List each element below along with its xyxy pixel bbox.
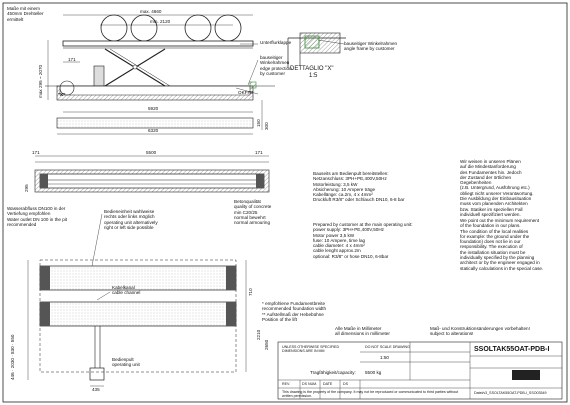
tb-capacity-value: 5500 kg bbox=[365, 370, 382, 375]
title-block-frame bbox=[277, 341, 563, 400]
detail-scale: 1:5 bbox=[309, 73, 318, 79]
label-okffb: OKFFB bbox=[238, 90, 254, 95]
alterations-note: Maß- und Konstruktionsänderungen vorbeha… bbox=[430, 326, 530, 337]
tb-file-name: Datei/v3_SSOLTAK55OAT-PDB-I_SSO03549 bbox=[474, 391, 547, 395]
side-view-collapsed bbox=[34, 155, 270, 193]
tb-units-box: UNLESS OTHERWISE SPECIFIED DIMENSIONS AR… bbox=[282, 345, 340, 354]
dim-2650: 2650 bbox=[264, 339, 269, 350]
dim-max-width: max. 4660 bbox=[140, 9, 162, 14]
dim-435: 435 bbox=[92, 387, 100, 392]
customer-requirements-en: Prepared by customer at the main operati… bbox=[313, 222, 413, 259]
tb-rev-col-3: DATE bbox=[323, 382, 333, 386]
label-drain: Wasserabfluss DN100 in der Vertiefung em… bbox=[7, 206, 68, 227]
dim-2210: 2210 bbox=[256, 329, 261, 340]
foundation-disclaimer-en: We point out the minimum requirement of … bbox=[460, 218, 544, 271]
dim-5920: 5920 bbox=[148, 106, 159, 111]
label-unterflurklappe: Unterflurklappe bbox=[260, 40, 292, 45]
label-concrete: Betonqualität quality of concrete min C2… bbox=[234, 199, 272, 226]
dim-171-mid-right: 171 bbox=[255, 150, 263, 155]
units-note: Alle Maße in Millimeter all dimensions i… bbox=[335, 326, 390, 337]
tb-scale: 1:50 bbox=[380, 355, 389, 360]
tb-rev-col-4: DS bbox=[343, 382, 348, 386]
dim-171-mid-left: 171 bbox=[32, 150, 40, 155]
tb-rev-col-1: REV. bbox=[282, 382, 291, 386]
label-operating-unit: Bedienpult operating unit bbox=[112, 357, 140, 368]
side-view-lift bbox=[45, 14, 275, 135]
tb-rev-col-2: DS NUM. bbox=[302, 382, 318, 386]
dim-height-top: max 295 ~ 2070 bbox=[38, 64, 43, 98]
label-edge-protection: bauseitiger Winkelrahmen edge protection… bbox=[260, 55, 292, 76]
label-control-unit-side: Bedieneinheit wahlweise rechts oder link… bbox=[104, 209, 158, 230]
dim-300: 300 bbox=[264, 122, 269, 130]
label-cable-channel: Kabelkanal cable channel bbox=[112, 285, 141, 296]
foundation-disclaimer-de: Wir weisen in unseren Plänen auf die Min… bbox=[460, 159, 534, 217]
tb-drawing-number: SSOLTAK55OAT-PDB-I bbox=[474, 346, 550, 353]
dim-710: 710 bbox=[248, 288, 253, 296]
dim-5500: 5500 bbox=[146, 150, 157, 155]
dim-6320: 6320 bbox=[148, 128, 159, 133]
detail-title: DETTAGLIO "X" bbox=[290, 66, 334, 72]
dim-171-top: 171 bbox=[68, 57, 76, 62]
tb-fine-print: This drawing is the property of the comp… bbox=[282, 390, 459, 399]
detail-note: bauseitiger Winkelrahmen angle frame by … bbox=[344, 41, 398, 52]
customer-requirements-de: Bauseits am Bedienpult bereitstellen: Ne… bbox=[313, 171, 405, 203]
dim-295: 295 bbox=[24, 184, 29, 192]
dim-150: 150 bbox=[256, 119, 261, 127]
tb-no-scale: DO NOT SCALE DRAWING bbox=[365, 345, 410, 349]
dim-min-width: min. 2120 bbox=[150, 19, 171, 24]
tb-capacity-label: Tragfähigkeit/capacity: bbox=[310, 370, 356, 375]
label-x-marker: "X" bbox=[58, 92, 66, 97]
detail-x-view bbox=[287, 32, 346, 68]
measure-note: Maße mit einem 450mm Drehteller ermittel… bbox=[7, 6, 44, 22]
dim-bottom-heights: 446 · 2030 · 830 · 550 bbox=[10, 334, 15, 380]
top-view-lift bbox=[27, 213, 247, 387]
foundation-note: * empfohlene Fundamentbreite recommended… bbox=[262, 301, 327, 322]
